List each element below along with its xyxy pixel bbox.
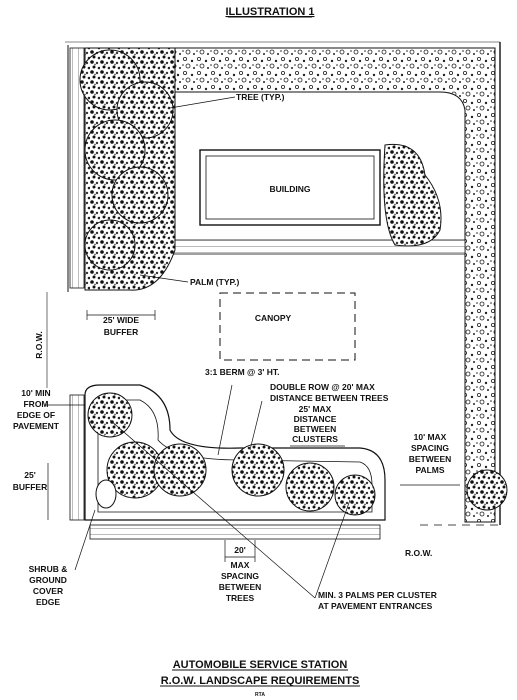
- building-outline: [199, 149, 381, 226]
- double-row-label-1: DOUBLE ROW @ 20' MAX: [270, 382, 375, 392]
- buffer-wide-label-1: 25' WIDE: [103, 315, 139, 325]
- clusters-label-2: DISTANCE: [294, 414, 337, 424]
- shrub-label-3: COVER: [33, 586, 63, 596]
- tree-canopy: [231, 443, 285, 497]
- shrub-bed-building: [383, 143, 442, 247]
- palms-cluster-leader: [109, 419, 316, 599]
- tree-label: TREE (TYP.): [236, 92, 285, 102]
- sidewalk-bottom: [89, 524, 381, 540]
- shrub-edge-detail: [95, 479, 117, 509]
- tree-canopy: [116, 81, 174, 139]
- palms-cluster-label-1: MIN. 3 PALMS PER CLUSTER: [318, 590, 437, 600]
- clusters-label-3: BETWEEN: [294, 424, 337, 434]
- min10-label-1: 10' MIN: [21, 388, 50, 398]
- palm-cluster: [334, 474, 376, 516]
- tree-canopy: [111, 166, 169, 224]
- footer-title-2: R.O.W. LANDSCAPE REQUIREMENTS: [161, 675, 360, 687]
- clusters-label-4: CLUSTERS: [292, 434, 338, 444]
- sidewalk-left-bottom: [69, 394, 85, 521]
- sidewalk-left-top: [69, 47, 85, 289]
- max-spacing-label-3: BETWEEN: [219, 582, 262, 592]
- row-bottom-label: R.O.W.: [405, 548, 432, 558]
- double-row-leader: [249, 400, 263, 451]
- max-spacing-label-2: SPACING: [221, 571, 259, 581]
- min10-label-3: EDGE OF: [17, 410, 55, 420]
- max-spacing-label-1: MAX: [231, 560, 250, 570]
- min10-label-4: PAVEMENT: [13, 421, 60, 431]
- palm-label: PALM (TYP.): [190, 277, 239, 287]
- shrub-leader: [74, 509, 96, 571]
- footer-title-1: AUTOMOBILE SERVICE STATION: [173, 659, 348, 671]
- palm-cluster: [466, 469, 508, 511]
- palm-leader: [139, 274, 189, 283]
- buffer25-label-1: 25': [24, 470, 35, 480]
- footer-mark: RTA: [255, 692, 265, 698]
- berm-leader: [217, 384, 233, 456]
- illustration-title: ILLUSTRATION 1: [225, 6, 314, 18]
- row-left-label: R.O.W.: [34, 331, 44, 358]
- tree-leader: [169, 96, 236, 109]
- tree-canopy: [153, 443, 207, 497]
- canopy-label: CANOPY: [255, 313, 292, 323]
- min10-label-2: FROM: [23, 399, 48, 409]
- berm-label: 3:1 BERM @ 3' HT.: [205, 367, 280, 377]
- buffer25-label-2: BUFFER: [13, 482, 47, 492]
- palm-spacing-label-3: BETWEEN: [409, 454, 452, 464]
- palm-spacing-label-2: SPACING: [411, 443, 449, 453]
- dim20-label: 20': [234, 545, 245, 555]
- palm-spacing-label-4: PALMS: [415, 465, 444, 475]
- shrub-label-4: EDGE: [36, 597, 60, 607]
- double-row-label-2: DISTANCE BETWEEN TREES: [270, 393, 389, 403]
- palms-cluster-leader: [314, 499, 351, 599]
- buffer-wide-label-2: BUFFER: [104, 327, 138, 337]
- palms-cluster-label-2: AT PAVEMENT ENTRANCES: [318, 601, 433, 611]
- palm-spacing-label-1: 10' MAX: [414, 432, 447, 442]
- palm-cluster: [87, 392, 133, 438]
- palm-cluster: [84, 219, 136, 271]
- shrub-label-1: SHRUB &: [29, 564, 68, 574]
- tree-canopy: [84, 119, 146, 181]
- canopy-outline: [219, 292, 356, 361]
- shrub-label-2: GROUND: [29, 575, 67, 585]
- max-spacing-label-4: TREES: [226, 593, 255, 603]
- building-label: BUILDING: [269, 184, 310, 194]
- clusters-label-1: 25' MAX: [299, 404, 332, 414]
- groundcover-border: [171, 47, 496, 523]
- tree-canopy: [285, 462, 335, 512]
- building-inner-outline: [205, 155, 375, 220]
